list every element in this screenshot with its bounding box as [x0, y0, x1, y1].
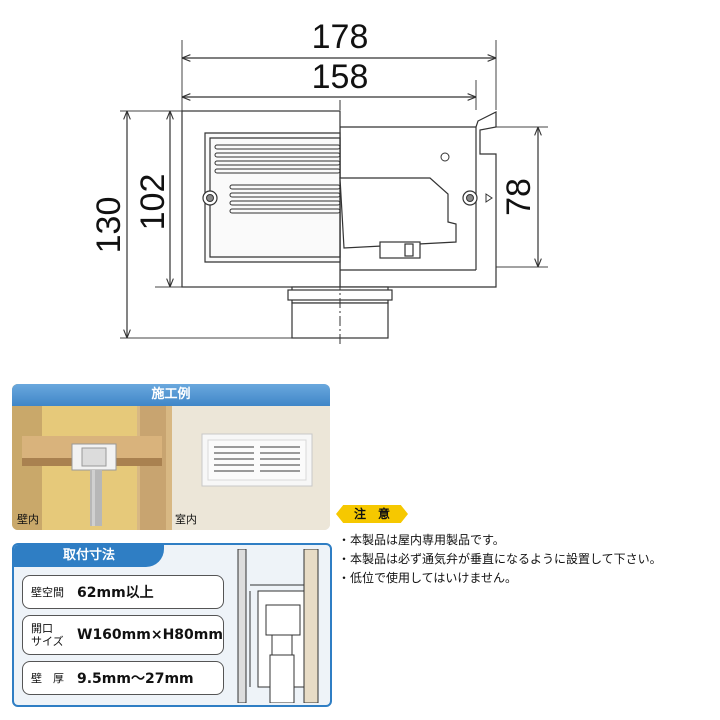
- mounting-title: 取付寸法: [14, 545, 164, 567]
- direction-mark-icon: [485, 193, 493, 203]
- room-photo: [172, 384, 330, 530]
- dim-102-label: 102: [134, 174, 172, 231]
- spec-row-wall-thickness: 壁 厚 9.5mm〜27mm: [22, 661, 224, 695]
- spec-row-wall-space: 壁空間 62mm以上: [22, 575, 224, 609]
- dim-158-label: 158: [312, 58, 369, 96]
- mounting-panel: 取付寸法 壁空間 62mm以上 開口 サイズ W160mm×H80mm 壁 厚 …: [12, 543, 332, 707]
- notice-item: ・本製品は屋内専用製品です。: [338, 533, 505, 547]
- screw-icon: [202, 152, 478, 206]
- notice-item: ・低位で使用してはいけません。: [338, 571, 518, 585]
- room-label: 室内: [175, 513, 197, 526]
- notice-item: ・本製品は必ず通気弁が垂直になるように設置して下さい。: [338, 552, 662, 566]
- dimension-lines: [127, 58, 538, 338]
- example-panel: 施工例 壁内 室内: [12, 384, 330, 530]
- spec-label: 壁 厚: [31, 671, 64, 685]
- notice-badge: 注 意: [336, 505, 408, 523]
- spec-label: 開口 サイズ: [31, 622, 64, 648]
- dim-130-label: 130: [90, 197, 128, 254]
- wall-inside-label: 壁内: [17, 513, 39, 526]
- section-drawing: [237, 549, 319, 703]
- spec-value: 62mm以上: [77, 585, 154, 601]
- wall-interior-photo: [12, 384, 172, 530]
- spec-value: 9.5mm〜27mm: [77, 671, 194, 687]
- technical-drawing: 178 158 130 102 78: [90, 18, 548, 345]
- dim-78-label: 78: [500, 178, 538, 216]
- spec-label: 壁空間: [31, 585, 64, 599]
- spec-row-opening-size: 開口 サイズ W160mm×H80mm: [22, 615, 224, 655]
- dim-178-label: 178: [312, 18, 369, 56]
- example-title: 施工例: [12, 384, 330, 406]
- spec-value: W160mm×H80mm: [77, 627, 223, 643]
